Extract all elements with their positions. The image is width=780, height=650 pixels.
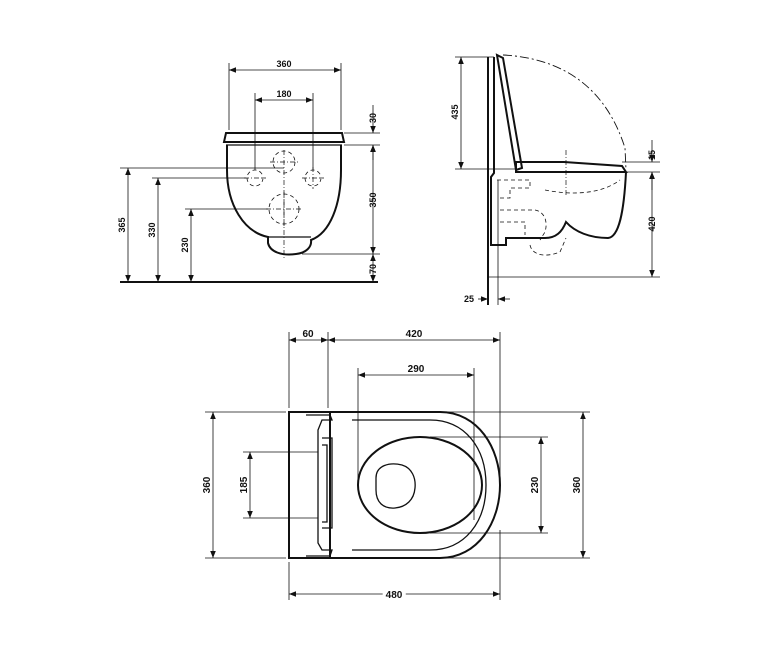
side-lid-outline bbox=[495, 53, 524, 172]
front-view: 360 180 30 350 70 365 330 230 bbox=[117, 59, 380, 283]
dim-top-185: 185 bbox=[239, 476, 250, 493]
dim-front-365: 365 bbox=[117, 217, 127, 232]
dim-side-420: 420 bbox=[647, 216, 657, 231]
top-seat-inner-ring bbox=[352, 419, 487, 551]
front-seat-outline bbox=[222, 132, 346, 143]
dim-side-435: 435 bbox=[450, 104, 460, 119]
side-body-outline bbox=[490, 57, 627, 246]
dim-top-60: 60 bbox=[302, 329, 314, 340]
dim-front-30: 30 bbox=[368, 113, 378, 123]
side-view: 435 15 420 25 bbox=[450, 53, 660, 305]
dim-side-25: 25 bbox=[464, 294, 474, 304]
top-outlet-shape bbox=[375, 463, 416, 509]
top-rear-block bbox=[288, 411, 331, 559]
dim-side-15: 15 bbox=[647, 150, 657, 160]
side-seat-outline bbox=[515, 161, 628, 173]
dim-front-230: 230 bbox=[180, 237, 190, 252]
dim-top-480: 480 bbox=[386, 590, 403, 601]
top-seat-outline bbox=[330, 411, 502, 559]
top-view: 60 420 290 360 185 230 360 480 bbox=[202, 329, 590, 602]
side-lid-swing-arc bbox=[502, 54, 627, 171]
dim-front-330: 330 bbox=[147, 222, 157, 237]
dim-front-350: 350 bbox=[368, 192, 378, 207]
dim-front-180: 180 bbox=[276, 89, 291, 99]
top-hinge-strip bbox=[306, 414, 333, 557]
dim-top-360-right: 360 bbox=[572, 476, 583, 493]
dim-top-420: 420 bbox=[406, 329, 423, 340]
front-body-outline bbox=[226, 145, 342, 256]
dim-top-360-left: 360 bbox=[202, 476, 213, 493]
dim-top-290: 290 bbox=[408, 364, 425, 375]
dim-top-230: 230 bbox=[530, 476, 541, 493]
dim-front-70: 70 bbox=[368, 264, 378, 274]
dim-front-360: 360 bbox=[276, 59, 291, 69]
